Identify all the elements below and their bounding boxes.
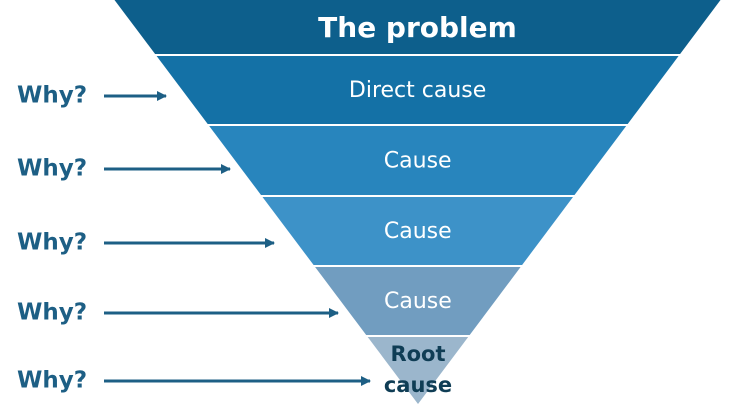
funnel-band-3 bbox=[209, 126, 627, 195]
funnel-band-5 bbox=[315, 267, 521, 335]
band-label-line: Direct cause bbox=[349, 78, 486, 103]
band-label-line: Cause bbox=[384, 149, 452, 174]
why-label-4: Why? bbox=[17, 300, 87, 326]
cause-label-2: Cause bbox=[384, 149, 452, 174]
cause-label-4: Cause bbox=[384, 289, 452, 314]
band-label-line: Cause bbox=[384, 289, 452, 314]
why-label-5: Why? bbox=[17, 368, 87, 394]
why-label-1: Why? bbox=[17, 83, 87, 109]
band-label-line: Root bbox=[390, 342, 445, 366]
band-label-line: The problem bbox=[318, 11, 517, 44]
why-label-3: Why? bbox=[17, 230, 87, 256]
cause-label-1: Direct cause bbox=[349, 78, 486, 103]
cause-label-3: Cause bbox=[384, 219, 452, 244]
band-label-line: Cause bbox=[384, 219, 452, 244]
funnel-band-6 bbox=[367, 337, 469, 404]
problem-label: The problem bbox=[318, 11, 517, 44]
why-label-2: Why? bbox=[17, 156, 87, 182]
band-label-line: cause bbox=[384, 373, 452, 397]
root-cause-label: Root cause bbox=[384, 342, 452, 397]
funnel-bands bbox=[114, 0, 721, 404]
funnel-band-2 bbox=[156, 56, 679, 124]
funnel-band-4 bbox=[262, 197, 573, 265]
funnel-band-1 bbox=[114, 0, 721, 54]
why-column: Why? Why? Why? Why? Why? bbox=[17, 83, 371, 394]
